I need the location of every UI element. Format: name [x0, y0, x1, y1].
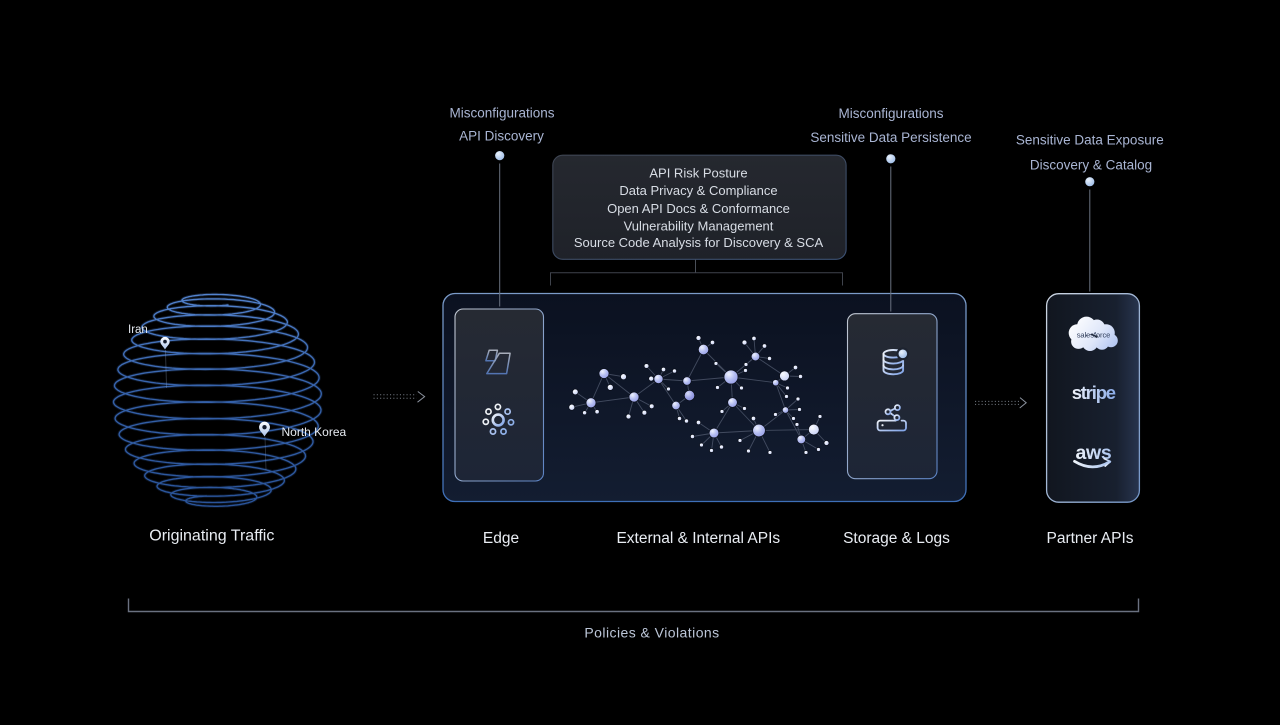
svg-text:Edge: Edge	[483, 530, 519, 547]
svg-text:stripe: stripe	[1072, 382, 1116, 403]
svg-text:API Risk Posture: API Risk Posture	[649, 166, 747, 181]
svg-text:Open API Docs & Conformance: Open API Docs & Conformance	[607, 201, 790, 216]
svg-text:Misconfigurations: Misconfigurations	[838, 106, 943, 121]
svg-text:Data Privacy & Compliance: Data Privacy & Compliance	[619, 183, 777, 198]
svg-text:External & Internal APIs: External & Internal APIs	[616, 530, 780, 547]
svg-text:Sensitive Data Exposure: Sensitive Data Exposure	[1016, 133, 1164, 148]
svg-text:Discovery & Catalog: Discovery & Catalog	[1030, 157, 1152, 172]
svg-text:Source Code Analysis for Disco: Source Code Analysis for Discovery & SCA	[574, 235, 824, 250]
svg-text:Policies & Violations: Policies & Violations	[584, 625, 719, 641]
svg-text:API Discovery: API Discovery	[459, 128, 544, 143]
svg-text:Partner APIs: Partner APIs	[1046, 530, 1133, 547]
svg-text:Misconfigurations: Misconfigurations	[449, 105, 554, 120]
svg-text:Originating Traffic: Originating Traffic	[149, 528, 274, 545]
svg-text:aws: aws	[1076, 442, 1112, 464]
svg-text:North Korea: North Korea	[282, 425, 347, 439]
svg-text:Sensitive Data Persistence: Sensitive Data Persistence	[810, 130, 971, 145]
svg-text:Iran: Iran	[128, 324, 148, 336]
svg-text:salesforce: salesforce	[1077, 330, 1111, 339]
svg-text:Vulnerability Management: Vulnerability Management	[624, 219, 774, 234]
svg-text:Storage & Logs: Storage & Logs	[843, 530, 950, 547]
